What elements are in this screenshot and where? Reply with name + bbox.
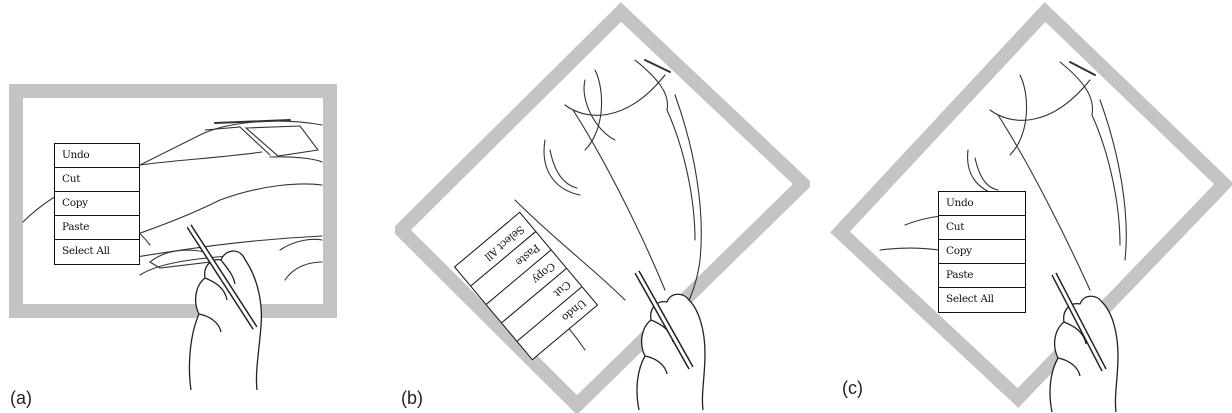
- context-menu: Undo Cut Copy Paste Select All: [938, 191, 1026, 313]
- tablet-frame: [830, 2, 1232, 408]
- panel-b: Undo Cut Copy Paste Select All (b): [395, 0, 810, 413]
- menu-item-select-all[interactable]: Select All: [946, 293, 994, 305]
- menu-item-select-all[interactable]: Select All: [62, 245, 110, 257]
- menu-item-paste[interactable]: Paste: [939, 264, 1025, 288]
- panel-a: Undo Cut Copy Paste Select All (a): [0, 0, 400, 413]
- car-sketch: [494, 59, 702, 351]
- panel-caption: (c): [842, 378, 863, 398]
- hand-with-pen-icon: [1049, 272, 1119, 413]
- panel-c-graphic: [830, 2, 1232, 413]
- menu-item-paste[interactable]: Paste: [55, 216, 139, 240]
- tablet-frame: [395, 2, 810, 413]
- menu-item-cut[interactable]: Cut: [939, 216, 1025, 240]
- panel-caption: (b): [401, 388, 423, 408]
- menu-item-cut[interactable]: Cut: [55, 168, 139, 192]
- panel-caption: (a): [10, 388, 32, 408]
- tablet-frame: [9, 84, 337, 318]
- panel-a-graphic: [9, 84, 337, 391]
- menu-item-undo[interactable]: Undo: [939, 192, 1025, 216]
- menu-item-undo[interactable]: Undo: [55, 144, 139, 168]
- hand-with-pen-icon: [186, 224, 263, 391]
- context-menu: Undo Cut Copy Paste Select All: [54, 143, 140, 265]
- panel-c: Undo Cut Copy Paste Select All (c): [810, 0, 1232, 413]
- menu-item-copy[interactable]: Copy: [939, 240, 1025, 264]
- menu-item-copy[interactable]: Copy: [55, 192, 139, 216]
- panel-b-graphic: [395, 2, 810, 413]
- hand-with-pen-icon: [634, 270, 706, 411]
